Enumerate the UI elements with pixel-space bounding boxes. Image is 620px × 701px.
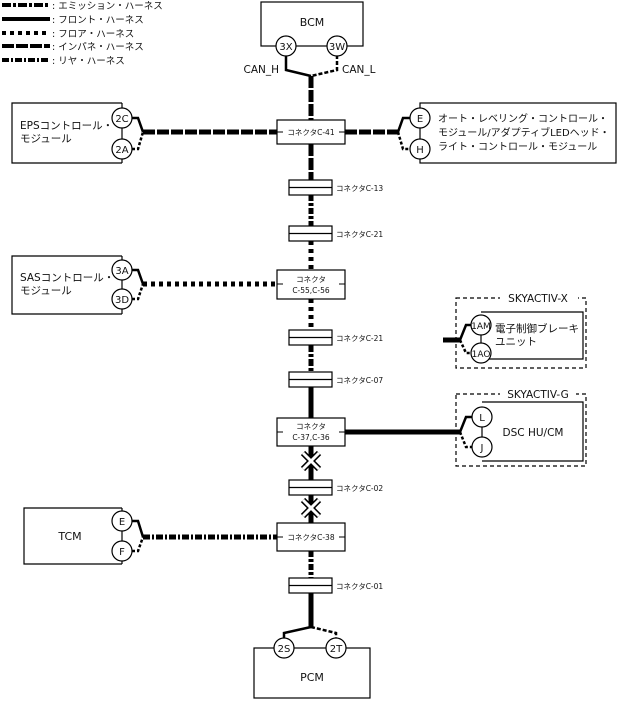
pin-3d: 3D <box>111 288 133 310</box>
svg-text:E: E <box>119 517 125 528</box>
svg-text:コネクタC-21: コネクタC-21 <box>336 230 383 239</box>
break-marks <box>300 450 322 519</box>
svg-text:ライト・コントロール・モジュール: ライト・コントロール・モジュール <box>438 141 597 153</box>
svg-text:H: H <box>416 145 424 156</box>
group-label-skyactiv-g: SKYACTIV-G <box>507 389 569 401</box>
connector-c55-c56: コネクタ C-55,C-56 <box>276 269 346 300</box>
inline-connector-c21: コネクタC-21 <box>288 225 383 242</box>
module-headlight-control: オート・レベリング・コントロール・ モジュール/アダプティブLEDヘッド・ ライ… <box>409 102 617 164</box>
pin-e: E <box>111 510 133 532</box>
svg-text:C-37,C-36: C-37,C-36 <box>292 433 330 442</box>
svg-text:コネクタC-02: コネクタC-02 <box>336 484 383 493</box>
pin-h: H <box>409 138 431 160</box>
pin-j: J <box>471 436 493 458</box>
pin-e: E <box>409 107 431 129</box>
module-name: DSC HU/CM <box>503 427 564 439</box>
connector-c37-c36: コネクタ C-37,C-36 <box>276 417 346 447</box>
pin-2c: 2C <box>111 107 133 129</box>
x-mark-icon <box>300 450 322 472</box>
inline-connector-c21: コネクタC-21 <box>288 329 383 346</box>
svg-text:1AM: 1AM <box>471 322 491 332</box>
svg-text:L: L <box>479 413 485 424</box>
module-dsc: SKYACTIV-G DSC HU/CM L J <box>455 389 587 467</box>
svg-text:コネクタC-38: コネクタC-38 <box>287 533 334 542</box>
module-eps: EPSコントロール・ モジュール 2C 2A <box>11 102 133 164</box>
svg-text:電子制御ブレーキ: 電子制御ブレーキ <box>495 322 579 335</box>
pin-3w: 3W <box>326 35 348 57</box>
module-name: PCM <box>300 671 324 684</box>
group-label-skyactiv-x: SKYACTIV-X <box>508 293 568 305</box>
pin-3a: 3A <box>111 259 133 281</box>
svg-text:モジュール: モジュール <box>20 133 72 145</box>
legend: : エミッション・ハーネス : フロント・ハーネス : フロア・ハーネス : イ… <box>2 1 163 67</box>
module-pcm: PCM 2S 2T <box>253 637 371 699</box>
x-mark-icon <box>300 497 322 519</box>
signal-can-h: CAN_H <box>243 64 279 76</box>
svg-text:コネクタ: コネクタ <box>296 422 326 431</box>
legend-label-floor: : フロア・ハーネス <box>52 29 134 40</box>
svg-text:コネクタC-13: コネクタC-13 <box>336 184 383 193</box>
svg-text:モジュール: モジュール <box>20 285 72 297</box>
legend-label-emission: : エミッション・ハーネス <box>52 1 163 12</box>
svg-text:オート・レベリング・コントロール・: オート・レベリング・コントロール・ <box>438 112 608 125</box>
svg-text:コネクタC-21: コネクタC-21 <box>336 334 383 343</box>
inline-connector-c07: コネクタC-07 <box>288 371 383 388</box>
svg-text:E: E <box>417 114 423 125</box>
pin-3x: 3X <box>275 35 297 57</box>
svg-text:2C: 2C <box>115 114 128 125</box>
pin-2s: 2S <box>273 637 295 659</box>
svg-text:コネクタC-01: コネクタC-01 <box>336 582 383 591</box>
svg-text:3D: 3D <box>115 295 129 306</box>
legend-label-instpanel: : インパネ・ハーネス <box>52 42 144 53</box>
connector-c38: コネクタC-38 <box>276 522 346 552</box>
svg-text:コネクタ: コネクタ <box>296 275 326 284</box>
module-tcm: TCM E F <box>23 507 133 565</box>
legend-label-rear: : リヤ・ハーネス <box>52 56 125 67</box>
pin-1ao: 1AO <box>470 342 492 364</box>
inline-connector-c01: コネクタC-01 <box>288 577 383 594</box>
svg-text:2A: 2A <box>115 145 128 156</box>
connector-c41: コネクタC-41 <box>276 119 346 145</box>
pin-f: F <box>111 540 133 562</box>
svg-text:コネクタC-07: コネクタC-07 <box>336 376 383 385</box>
svg-text:C-55,C-56: C-55,C-56 <box>292 286 330 295</box>
svg-text:コネクタC-41: コネクタC-41 <box>287 128 334 137</box>
svg-text:2T: 2T <box>330 644 343 655</box>
svg-text:モジュール/アダプティブLEDヘッド・: モジュール/アダプティブLEDヘッド・ <box>438 126 610 139</box>
svg-text:ユニット: ユニット <box>495 336 537 348</box>
inline-connector-c13: コネクタC-13 <box>288 179 383 196</box>
svg-text:3X: 3X <box>279 42 292 53</box>
pin-l: L <box>471 406 493 428</box>
svg-text:3A: 3A <box>115 266 128 277</box>
module-name: BCM <box>300 16 325 29</box>
inline-connector-c02: コネクタC-02 <box>288 479 383 496</box>
svg-text:1AO: 1AO <box>472 350 491 360</box>
branch-wiring <box>132 116 472 553</box>
module-sas: SASコントロール・ モジュール 3A 3D <box>11 255 133 315</box>
signal-can-l: CAN_L <box>342 64 376 76</box>
svg-text:3W: 3W <box>329 42 345 53</box>
pin-1am: 1AM <box>470 314 492 336</box>
pin-2a: 2A <box>111 138 133 160</box>
module-name: TCM <box>57 530 81 543</box>
pin-2t: 2T <box>325 637 347 659</box>
svg-text:SASコントロール・: SASコントロール・ <box>20 272 114 284</box>
module-electronic-brake: SKYACTIV-X 電子制御ブレーキ ユニット 1AM 1AO <box>455 293 587 369</box>
svg-text:2S: 2S <box>278 644 291 655</box>
svg-text:F: F <box>119 547 125 558</box>
svg-text:EPSコントロール・: EPSコントロール・ <box>20 120 113 132</box>
legend-label-front: : フロント・ハーネス <box>52 15 144 26</box>
module-bcm: BCM 3X 3W CAN_H CAN_L <box>243 1 376 76</box>
svg-text:J: J <box>480 443 484 454</box>
